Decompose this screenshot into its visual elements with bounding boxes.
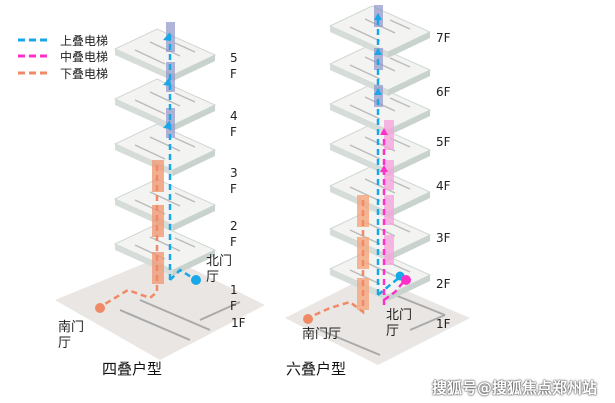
left-north-entrance-dot	[191, 275, 201, 285]
right-south-entrance-dot	[303, 314, 313, 324]
left-south-hall-label: 南门 厅	[58, 320, 85, 351]
left-arrow-icon	[163, 77, 171, 86]
right-lower-elevator-path	[307, 200, 365, 320]
right-upper-elevator-path	[376, 18, 401, 296]
right-building-title: 六叠户型	[286, 360, 347, 378]
right-floor-plate-edge	[388, 70, 430, 96]
right-middle-elevator-shaft	[384, 120, 394, 150]
right-upper-elevator-shaft	[374, 85, 383, 107]
left-floor-plate-edge	[173, 205, 215, 231]
left-upper-elevator-shaft	[166, 108, 175, 138]
right-floor-label-7f: 7F	[436, 31, 451, 45]
right-floor-label-2f: 2F	[436, 277, 451, 291]
watermark: 搜狐号@搜狐焦点郑州站	[432, 379, 598, 397]
left-floor-label-3f: 3 F	[230, 166, 238, 196]
left-building-title: 四叠户型	[102, 360, 163, 378]
left-arrow-icon	[163, 32, 171, 41]
right-floor-plate-edge	[388, 150, 430, 176]
right-up-arrow-icon	[380, 128, 388, 135]
right-floor-plate-edge	[388, 32, 430, 58]
right-floor-plate-edge	[388, 110, 430, 136]
right-floor-plate-edge	[388, 235, 430, 261]
left-floor-label-4f: 4 F	[230, 109, 238, 139]
left-upper-elevator-path	[168, 30, 197, 282]
right-up-arrow-icon	[374, 88, 382, 95]
left-floor-plate-edge	[173, 105, 215, 131]
left-ground-walls	[119, 299, 241, 341]
right-floor-plate-edge	[388, 192, 430, 218]
legend-lower-elevator: 下叠电梯	[60, 67, 109, 81]
left-arrow-icon	[163, 120, 171, 129]
right-floor-plate-edge	[388, 275, 430, 301]
right-floor-label-1f: 1F	[436, 317, 451, 331]
right-floor-label-4f: 4F	[436, 179, 451, 193]
right-north-hall-label: 北门 厅	[386, 308, 413, 339]
right-middle-elevator-path	[382, 132, 406, 305]
left-north-hall-label: 北门 厅	[206, 254, 233, 285]
right-floor-label-5f: 5F	[436, 135, 451, 149]
right-ground-walls	[319, 294, 446, 356]
left-floor-label-1f-b: 1F	[231, 316, 246, 330]
right-floor-plate-edge	[330, 144, 388, 176]
left-floor-plate-edge	[173, 150, 215, 176]
right-up-arrow-icon	[380, 165, 388, 172]
right-middle-elevator-shaft	[384, 160, 394, 190]
right-ground-plan	[285, 275, 470, 365]
left-floor-label-1f: 1 F	[230, 283, 238, 313]
left-floor-plate-edge	[115, 99, 173, 131]
left-floor-label-2f: 2 F	[230, 219, 238, 249]
right-up-arrow-icon	[374, 48, 382, 55]
legend-upper-elevator: 上叠电梯	[60, 34, 109, 48]
left-floor-plate-walls	[134, 41, 196, 65]
right-south-hall-label: 南门厅	[302, 327, 342, 342]
left-lower-elevator-path	[99, 165, 159, 309]
right-floor-plate-edge	[330, 26, 388, 58]
right-middle-elevator-shaft	[384, 235, 394, 265]
legend-middle-elevator: 中叠电梯	[60, 50, 109, 64]
right-middle-elevator-shaft	[384, 195, 394, 225]
right-north-middle-dot	[401, 275, 411, 285]
left-south-entrance-dot	[95, 303, 105, 313]
right-up-arrow-icon	[374, 13, 382, 20]
left-floor-plate-walls	[134, 91, 196, 115]
right-floor-label-3f: 3F	[436, 231, 451, 245]
right-floor-plate-edge	[330, 64, 388, 96]
left-floor-label-5f: 5 F	[230, 51, 238, 81]
right-floor-plate-edge	[330, 104, 388, 136]
right-floor-label-6f: 6F	[436, 85, 451, 99]
left-floor-plate-edge	[115, 49, 173, 81]
left-floor-plate-edge	[173, 250, 215, 276]
left-floor-plate-edge	[173, 55, 215, 81]
left-floor-plate-walls	[134, 136, 196, 160]
